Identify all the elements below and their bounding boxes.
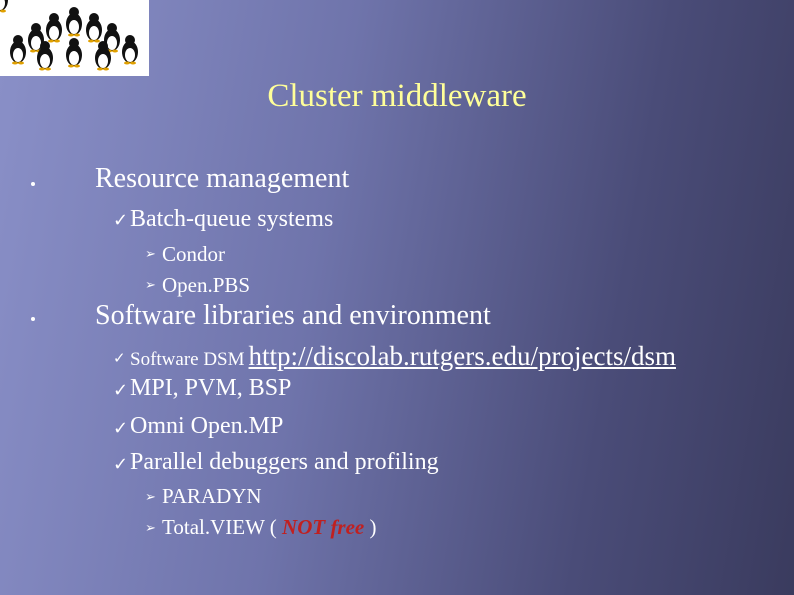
- item-mpi: MPI, PVM, BSP: [130, 375, 292, 401]
- arrow-icon: ➢: [145, 278, 156, 293]
- checkmark-icon: ✓: [113, 210, 129, 231]
- not-free-note: NOT free: [282, 515, 365, 539]
- item-paradyn: PARADYN: [162, 484, 262, 508]
- arrow-icon: ➢: [145, 521, 156, 536]
- item-resource-management: Resource management: [95, 163, 350, 194]
- bullet-dot-icon: [31, 182, 35, 186]
- dsm-label: Software DSM: [130, 349, 245, 370]
- bullet-dot-icon: [31, 317, 35, 321]
- checkmark-icon: ✓: [113, 380, 129, 401]
- item-debuggers: Parallel debuggers and profiling: [130, 449, 439, 475]
- checkmark-icon: ✓: [113, 418, 129, 439]
- item-software-libraries: Software libraries and environment: [95, 300, 491, 331]
- item-software-dsm: Software DSM http://discolab.rutgers.edu…: [130, 341, 676, 372]
- item-openpbs: Open.PBS: [162, 273, 251, 297]
- penguins-logo: [0, 0, 149, 76]
- totalview-close: ): [369, 515, 377, 539]
- checkmark-icon: ✓: [113, 349, 126, 367]
- item-omni: Omni Open.MP: [130, 413, 284, 439]
- item-totalview: Total.VIEW ( NOT free ): [162, 515, 377, 540]
- arrow-icon: ➢: [145, 490, 156, 505]
- totalview-label: Total.VIEW (: [162, 515, 277, 539]
- item-batch-queue: Batch-queue systems: [130, 206, 334, 232]
- checkmark-icon: ✓: [113, 454, 129, 475]
- arrow-icon: ➢: [145, 247, 156, 262]
- item-condor: Condor: [162, 242, 225, 266]
- slide-title: Cluster middleware: [267, 78, 527, 114]
- dsm-link[interactable]: http://discolab.rutgers.edu/projects/dsm: [248, 341, 676, 371]
